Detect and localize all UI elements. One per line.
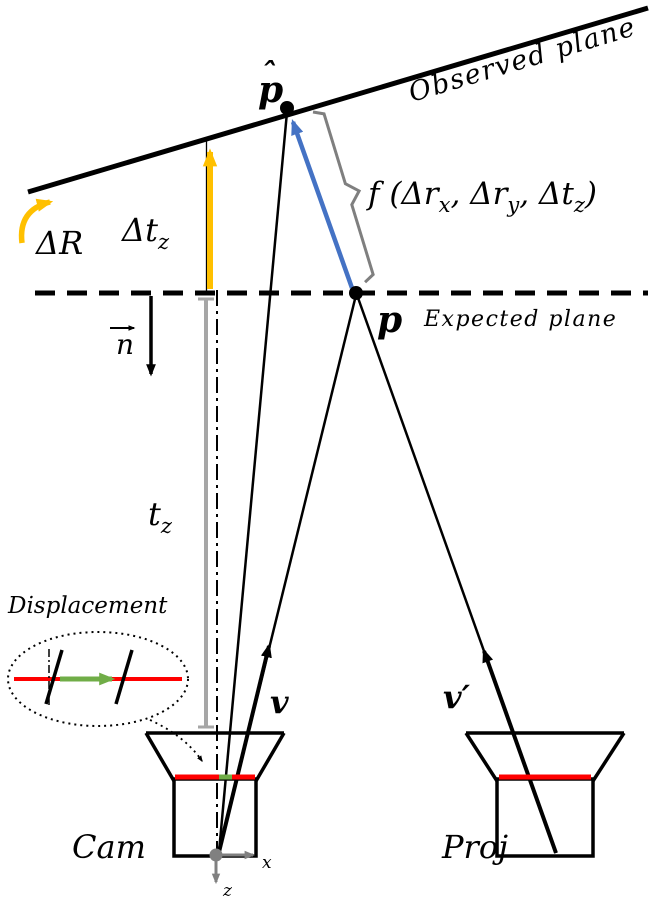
- camera-frustum-right-slant: [254, 732, 286, 782]
- observed-plane-label: Observed plane: [405, 11, 640, 108]
- observed-plane-line: [27, 5, 649, 195]
- inset-pointer-dotted-arrow: [149, 719, 203, 763]
- f-function-label: f (Δrx, Δry, Δtz): [366, 176, 597, 217]
- z-axis-label: z: [222, 881, 233, 899]
- delta-r-label: ΔR: [34, 224, 83, 262]
- v-label: v: [270, 683, 289, 721]
- projector-frustum-left-slant: [464, 732, 499, 782]
- inset-expected-tick: [44, 649, 64, 705]
- camera-frustum-left-slant: [144, 732, 176, 782]
- p-hat-label: p: [258, 69, 283, 111]
- camera-frustum: [144, 731, 286, 858]
- projector-frustum-right-slant: [591, 732, 626, 782]
- p-hat-point: [280, 101, 294, 115]
- p-label: p: [377, 299, 402, 341]
- v-prime-label: v′: [443, 678, 471, 716]
- inset-observed-tick: [114, 649, 134, 705]
- p-to-p-hat-blue-arrow: [290, 119, 355, 289]
- displacement-label: Displacement: [7, 593, 168, 619]
- delta-tz-label: Δtz: [120, 211, 170, 254]
- v-prime-vector-arrow: [482, 648, 558, 854]
- camera-origin-point: [209, 848, 223, 862]
- displacement-inset-ellipse: [7, 631, 189, 727]
- tz-label: tz: [148, 495, 173, 538]
- camera-ray-to-p-hat: [217, 111, 289, 853]
- delta-r-rotation-arrow: [18, 198, 54, 244]
- x-axis-label: x: [262, 853, 272, 873]
- p-hat-accent: ˆ: [261, 57, 276, 92]
- p-point: [349, 286, 363, 300]
- projector-frustum: [464, 731, 626, 858]
- f-function-brace: [312, 110, 375, 284]
- n-label: n: [116, 328, 134, 361]
- proj-label: Proj: [441, 828, 508, 866]
- cam-label: Cam: [72, 828, 146, 866]
- v-vector-arrow: [217, 643, 272, 853]
- expected-plane-label: Expected plane: [423, 307, 617, 332]
- camera-body: [172, 777, 258, 858]
